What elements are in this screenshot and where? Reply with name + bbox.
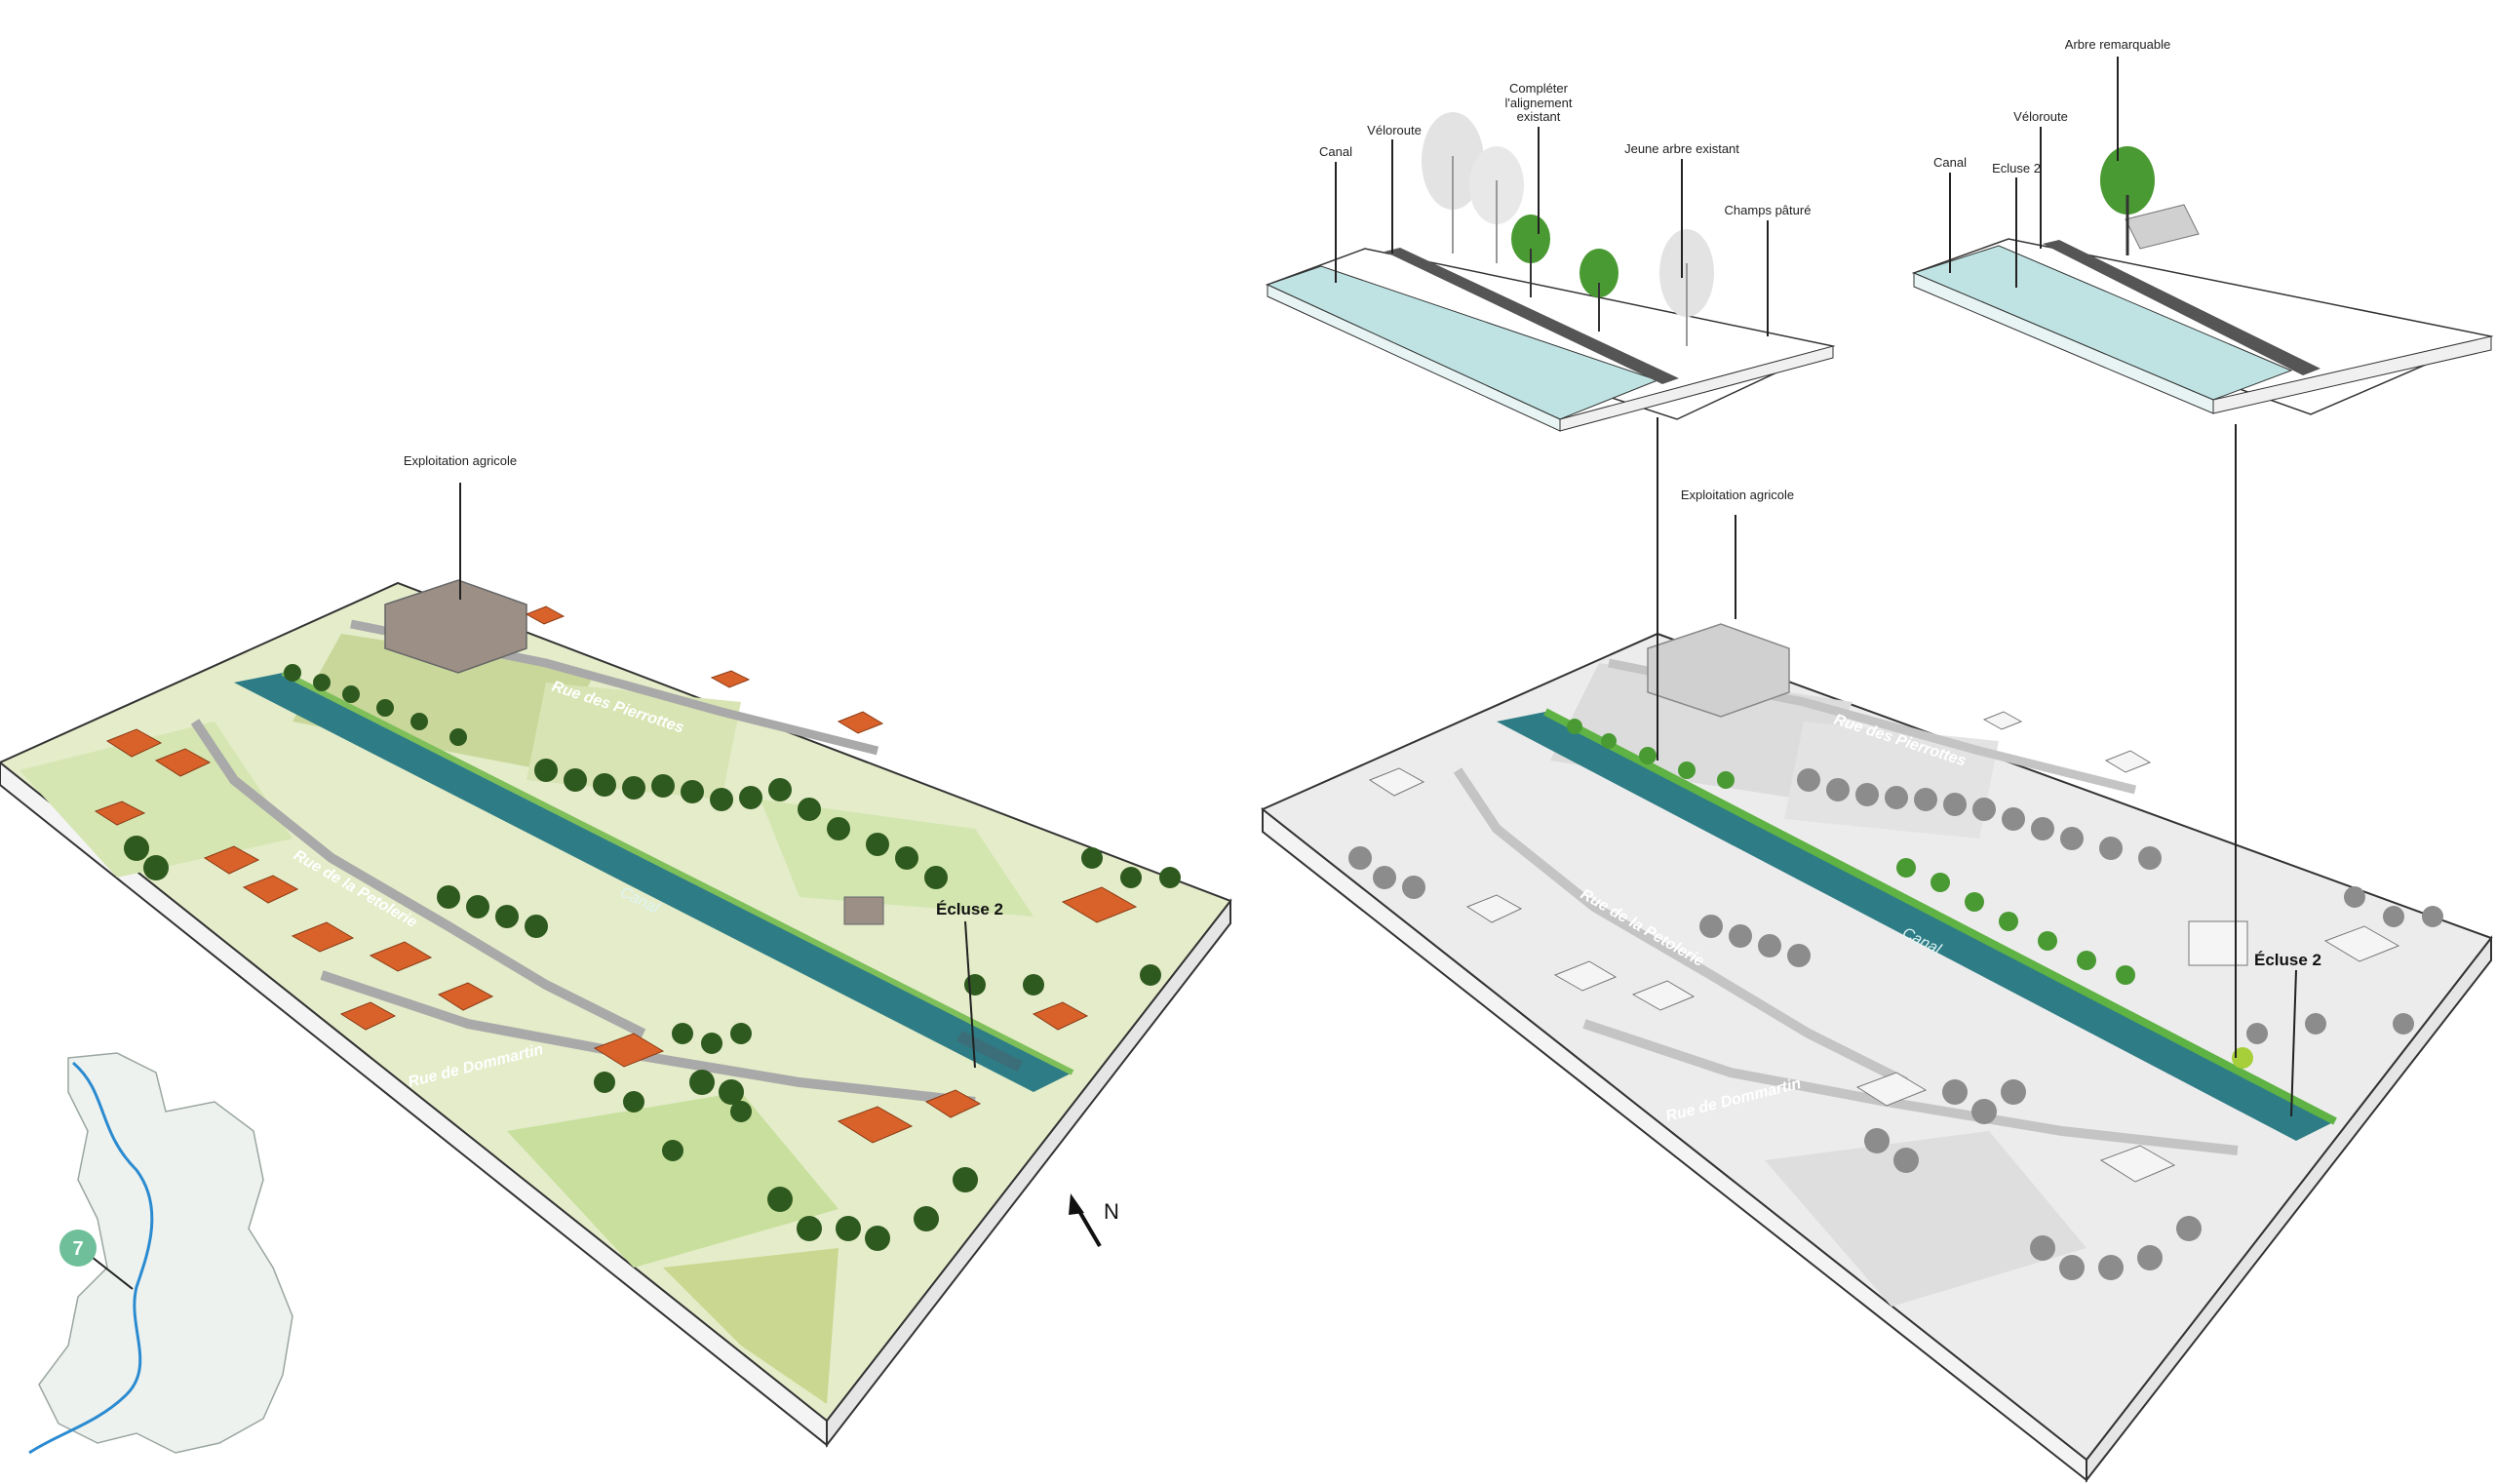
- house-roof: [94, 801, 146, 826]
- gray-road: [1453, 767, 1909, 1087]
- section-2-canal-label: Canal: [1933, 155, 1967, 170]
- house: [1631, 980, 1696, 1011]
- section-2-veloroute-label: Véloroute: [2013, 109, 2068, 124]
- house: [2104, 750, 2152, 773]
- section-1-side: [1559, 345, 1834, 432]
- section-1: Canal Véloroute Compléter l'alignement e…: [1265, 81, 1836, 432]
- right-block-top: [1261, 632, 2493, 1462]
- house-roof: [437, 982, 494, 1011]
- lock-building: [843, 896, 884, 925]
- lock-leader-line: [964, 920, 976, 1069]
- section-1-canal-label: Canal: [1319, 144, 1352, 159]
- right-landscape-block: Rue des Pierrottes Rue de la Petolerie R…: [1261, 417, 2493, 1483]
- right-canal-green-bank: [1543, 708, 2337, 1125]
- locator-map: 7: [28, 1052, 293, 1455]
- locator-badge: [59, 1230, 97, 1267]
- section-2-building: [2125, 204, 2200, 250]
- house-roof: [105, 728, 163, 758]
- house: [1855, 1072, 1928, 1107]
- lock-label: Écluse 2: [936, 900, 1003, 918]
- left-houses: [94, 605, 1138, 1144]
- gray-lock-building: [2188, 920, 2248, 966]
- new-tree-icon: [1580, 249, 1618, 297]
- section-1-alignment-label: Compléter: [1509, 81, 1569, 96]
- left-canal-bank: [281, 670, 1074, 1075]
- north-arrow-icon: [1069, 1193, 1084, 1215]
- house: [1982, 711, 2023, 730]
- house-roof: [203, 845, 260, 875]
- left-canal: [234, 673, 1072, 1092]
- section-2-side: [2212, 335, 2492, 414]
- new-tree-icon: [1511, 215, 1550, 263]
- gray-field: [1765, 1131, 2086, 1307]
- north-label: N: [1104, 1199, 1119, 1224]
- section-1-pasture-label: Champs pâturé: [1725, 203, 1812, 217]
- right-canal: [1497, 712, 2335, 1141]
- house-roof: [369, 941, 433, 972]
- house-roof: [339, 1001, 397, 1031]
- right-gray-trees: [1348, 768, 2443, 1280]
- notable-tree-highlight: [2232, 1047, 2253, 1069]
- house-roof: [242, 875, 299, 904]
- left-landscape-block: Rue des Pierrottes Rue de la Petolerie R…: [0, 453, 1232, 1448]
- section-1-alignment-label: l'alignement: [1505, 96, 1573, 110]
- region-map-icon: [38, 1052, 293, 1454]
- section-1-young-tree-label: Jeune arbre existant: [1624, 141, 1739, 156]
- house-roof: [291, 921, 355, 953]
- house: [2099, 1145, 2176, 1183]
- vineyard-field: [663, 1248, 838, 1404]
- notable-tree-icon: [2100, 146, 2155, 215]
- house-roof: [525, 605, 566, 625]
- house: [1465, 894, 1523, 923]
- north-arrow: N: [1069, 1193, 1119, 1248]
- section-2-veloroute: [2043, 240, 2320, 375]
- left-trees: [124, 664, 1181, 1251]
- meadow-field: [507, 1092, 838, 1268]
- house-roof: [1061, 886, 1138, 923]
- house-roof: [710, 670, 751, 688]
- section-2-lock-label: Ecluse 2: [1992, 161, 2041, 176]
- section-1-alignment-label: existant: [1517, 109, 1561, 124]
- house: [1553, 960, 1618, 992]
- section-2-notable-tree-label: Arbre remarquable: [2065, 37, 2170, 52]
- house-roof: [837, 711, 884, 734]
- right-highlight-trees: [1567, 719, 2135, 985]
- gray-farm-building: [1647, 623, 1790, 718]
- house-roof: [924, 1089, 982, 1118]
- locator-badge-number: 7: [72, 1238, 83, 1260]
- farm-label: Exploitation agricole: [1681, 488, 1794, 502]
- house-roof: [1032, 1001, 1089, 1031]
- lock-leader-line: [2290, 969, 2297, 1117]
- house: [1368, 767, 1425, 797]
- farm-label: Exploitation agricole: [404, 453, 517, 468]
- house: [2323, 925, 2400, 962]
- section-2: Arbre remarquable Véloroute Canal Ecluse…: [1911, 37, 2494, 415]
- vineyard-field: [292, 634, 595, 770]
- section-1-veloroute-label: Véloroute: [1367, 123, 1422, 137]
- right-houses: [1368, 711, 2400, 1183]
- lock-label: Écluse 2: [2254, 951, 2321, 969]
- farm-building: [384, 579, 527, 674]
- road-petolerie: [190, 719, 646, 1038]
- river-line-icon: [28, 1061, 154, 1455]
- house-roof: [837, 1106, 914, 1144]
- house-roof: [154, 748, 212, 777]
- house-roof: [593, 1033, 665, 1068]
- section-1-veloroute: [1384, 248, 1679, 384]
